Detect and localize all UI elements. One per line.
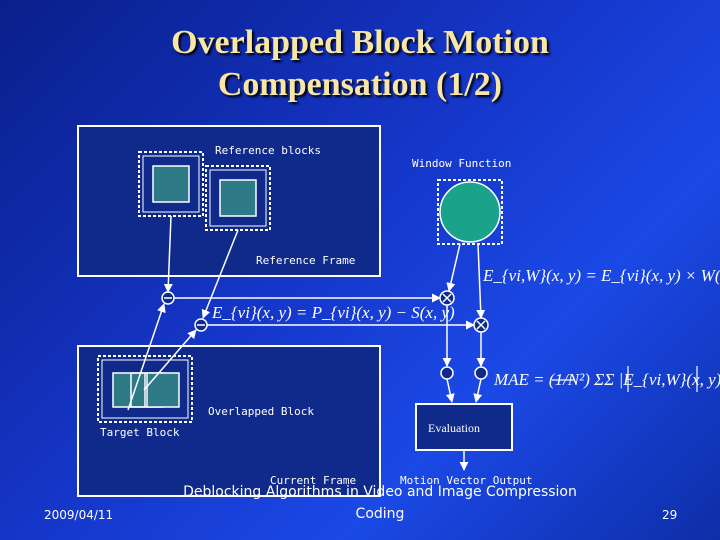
footer-line-2: Coding — [355, 506, 405, 522]
target-block-right — [146, 372, 180, 408]
weighted-error-text: E_{vi,W}(x, y) = E_{vi}(x, y) × W(x, y) — [483, 266, 720, 285]
target-to-sub1 — [127, 303, 166, 411]
evaluation-box — [415, 403, 513, 451]
window-function-label: Window Function — [412, 157, 512, 170]
mae-text: MAE = (1/N²) ΣΣ |E_{vi,W}(x, y)| — [494, 370, 720, 389]
reference-block-2 — [219, 179, 257, 217]
window-function-shape — [439, 181, 501, 243]
reference-block-1 — [152, 165, 190, 203]
reference-block-2-window-inner — [209, 169, 267, 227]
error-equation: E_{vi}(x, y) = P_{vi}(x, y) − S(x, y) — [212, 303, 455, 323]
ref2-to-sub2 — [201, 229, 239, 319]
title-line-2: Compensation (1/2) — [217, 66, 503, 103]
multiply-node-1-cross — [442, 293, 452, 303]
overlapped-block-label: Overlapped Block — [208, 405, 314, 418]
motion-vector-output-label: Motion Vector Output — [400, 474, 533, 487]
footer-title: Deblocking Algorithms in Video and Image… — [150, 484, 610, 522]
window-function-box — [437, 179, 503, 245]
ref1-to-sub1 — [163, 215, 173, 293]
reference-frame-label: Reference Frame — [256, 254, 356, 267]
reference-block-1-window-inner — [142, 155, 200, 213]
abs1-to-eval — [445, 378, 455, 403]
window-to-mul1 — [446, 243, 461, 292]
error-text: E_{vi}(x, y) = P_{vi}(x, y) − S(x, y) — [212, 303, 455, 322]
footer-line-1: Deblocking Algorithms in Video and Image… — [183, 484, 577, 500]
abs-node-2 — [474, 366, 488, 380]
target-block-window — [97, 355, 193, 423]
current-frame-label: Current Frame — [270, 474, 357, 487]
target-block-left — [112, 372, 146, 408]
target-to-sub2 — [143, 329, 197, 391]
mae-equation: MAE = (1/N²) ΣΣ |E_{vi,W}(x, y)| — [494, 370, 720, 390]
target-block-label: Target Block — [100, 426, 180, 439]
slide-title: Overlapped Block Motion Compensation (1/… — [0, 22, 720, 106]
window-to-mul2 — [476, 243, 486, 319]
reference-blocks-label: Reference blocks — [215, 144, 321, 157]
multiply-node-2-cross — [476, 320, 486, 330]
current-frame-box — [77, 345, 381, 497]
weighted-error-equation: E_{vi,W}(x, y) = E_{vi}(x, y) × W(x, y) — [483, 266, 720, 286]
title-line-1: Overlapped Block Motion — [171, 24, 549, 61]
slide-page-number: 29 — [662, 508, 678, 522]
slide-date: 2009/04/11 — [44, 508, 114, 522]
abs2-to-eval — [473, 378, 483, 403]
evaluation-label: Evaluation — [428, 421, 480, 435]
abs-node-1 — [440, 366, 454, 380]
